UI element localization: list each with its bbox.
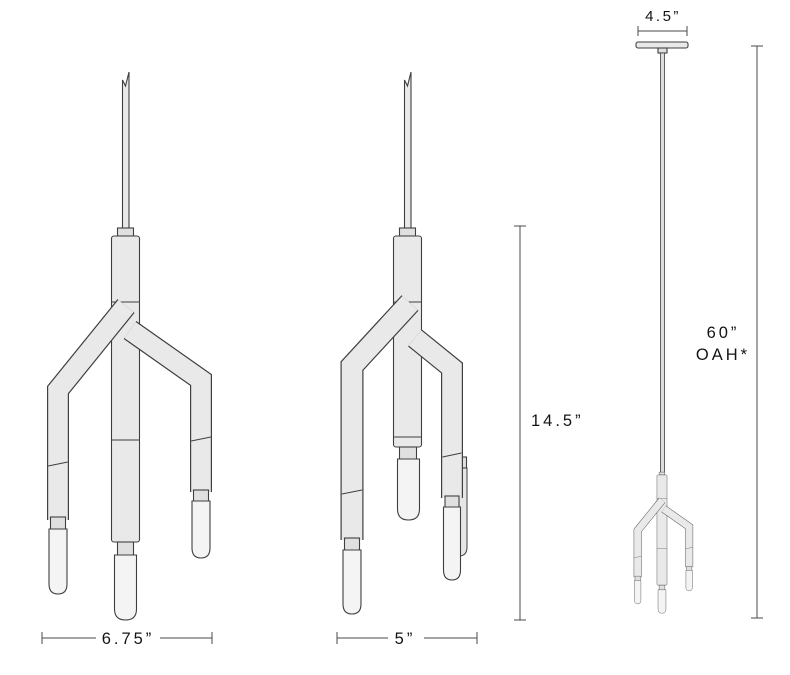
- center-bulb: [396, 458, 421, 521]
- fixture-height-dimension: 14.5”: [514, 225, 584, 621]
- left-lamp: [342, 537, 362, 615]
- canopy-width-label: 4.5”: [645, 8, 681, 25]
- front-width-dimension: 6.75”: [41, 630, 213, 648]
- left-bulb: [342, 549, 362, 615]
- center-lamp: [396, 446, 421, 521]
- side-stem: [403, 71, 412, 229]
- center-socket: [116, 541, 135, 557]
- overall-height-dimension: 60” OAH*: [696, 45, 763, 619]
- fixture-body: [47, 227, 212, 621]
- center-bulb: [113, 554, 138, 621]
- canopy-width-dimension: 4.5”: [637, 8, 688, 36]
- right-lamp: [442, 495, 462, 581]
- arm-seam: [341, 489, 363, 495]
- side-width-dimension: 5”: [336, 630, 478, 648]
- arm-seam: [191, 436, 211, 442]
- left-arm: [47, 299, 135, 520]
- stem-collar: [116, 227, 135, 237]
- right-socket: [192, 489, 210, 503]
- front-width-label: 6.75”: [102, 630, 155, 648]
- down-rod: [660, 52, 665, 479]
- hanging-view-drawing: [634, 41, 693, 613]
- canopy-stub: [657, 47, 668, 54]
- left-socket: [343, 537, 361, 552]
- ceiling-canopy: [635, 41, 689, 49]
- center-column: [110, 235, 141, 543]
- front-view-drawing: [47, 71, 212, 621]
- front-stem: [121, 71, 130, 229]
- right-arm: [123, 321, 212, 492]
- mini-fixture-body: [634, 472, 693, 613]
- left-socket: [49, 516, 67, 531]
- left-bulb: [48, 528, 68, 595]
- right-bulb: [191, 500, 211, 559]
- right-arm: [408, 329, 463, 498]
- side-width-label: 5”: [395, 630, 416, 648]
- stem-collar: [398, 227, 417, 237]
- right-lamp: [191, 489, 211, 559]
- arm-seam: [48, 461, 68, 467]
- right-socket: [444, 495, 460, 509]
- side-view-drawing: [340, 71, 468, 615]
- overall-height-note: OAH*: [696, 346, 750, 364]
- left-lamp: [48, 516, 68, 595]
- arm-seam: [442, 452, 462, 458]
- center-socket: [398, 446, 418, 461]
- center-lamp: [113, 541, 138, 621]
- fixture-height-label: 14.5”: [531, 412, 584, 430]
- right-bulb: [442, 506, 462, 581]
- left-arm: [340, 295, 419, 540]
- overall-height-label: 60”: [707, 324, 740, 342]
